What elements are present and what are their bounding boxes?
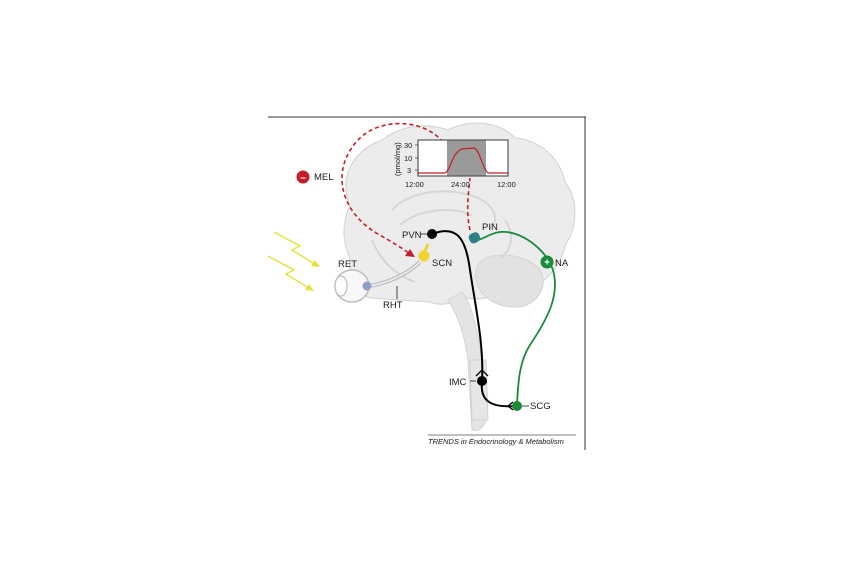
na-sign-badge: + — [540, 255, 554, 269]
neural-path — [431, 230, 516, 408]
svg-text:–: – — [300, 173, 306, 184]
label-pin: PIN — [482, 222, 498, 233]
sympathetic-path — [476, 231, 556, 407]
brain-folds — [371, 190, 512, 283]
pvn-node — [427, 229, 437, 239]
inset-xtick-mid: 24:00 — [451, 180, 470, 189]
light-arrowheads — [305, 260, 320, 291]
melatonin-path-to-scn — [341, 122, 448, 255]
light-rays — [267, 231, 319, 291]
melatonin-inset-chart: 30 10 3 (pmol/mg) 12:00 24:00 12:00 — [393, 139, 516, 189]
label-mel: MEL — [314, 172, 334, 183]
inset-ytick-30: 30 — [404, 141, 412, 150]
label-scn: SCN — [432, 258, 452, 269]
inset-ytick-10: 10 — [404, 154, 412, 163]
label-ret: RET — [338, 259, 357, 270]
label-pvn: PVN — [402, 230, 422, 241]
label-scg: SCG — [530, 401, 551, 412]
label-imc: IMC — [449, 377, 467, 388]
leader-lines — [396, 233, 529, 407]
scg-node — [506, 401, 522, 411]
brain-outline — [343, 122, 576, 431]
inset-ylabel: (pmol/mg) — [393, 142, 402, 176]
scn-nucleus — [418, 243, 430, 262]
svg-text:+: + — [544, 258, 550, 269]
melatonin-curve — [418, 147, 508, 174]
mel-sign-badge: – — [296, 170, 310, 184]
imc-node — [475, 369, 489, 386]
melatonin-arrowhead — [405, 249, 415, 257]
journal-caption: TRENDS in Endocrinology & Metabolism — [428, 437, 564, 446]
rht-tract-core — [367, 261, 421, 287]
inset-ytick-3: 3 — [407, 166, 411, 175]
inset-xtick-end: 12:00 — [497, 180, 516, 189]
retina-node — [362, 281, 372, 291]
label-rht: RHT — [383, 300, 403, 311]
pineal-gland — [468, 232, 481, 244]
inset-xtick-start: 12:00 — [405, 180, 424, 189]
label-na: NA — [555, 258, 569, 269]
